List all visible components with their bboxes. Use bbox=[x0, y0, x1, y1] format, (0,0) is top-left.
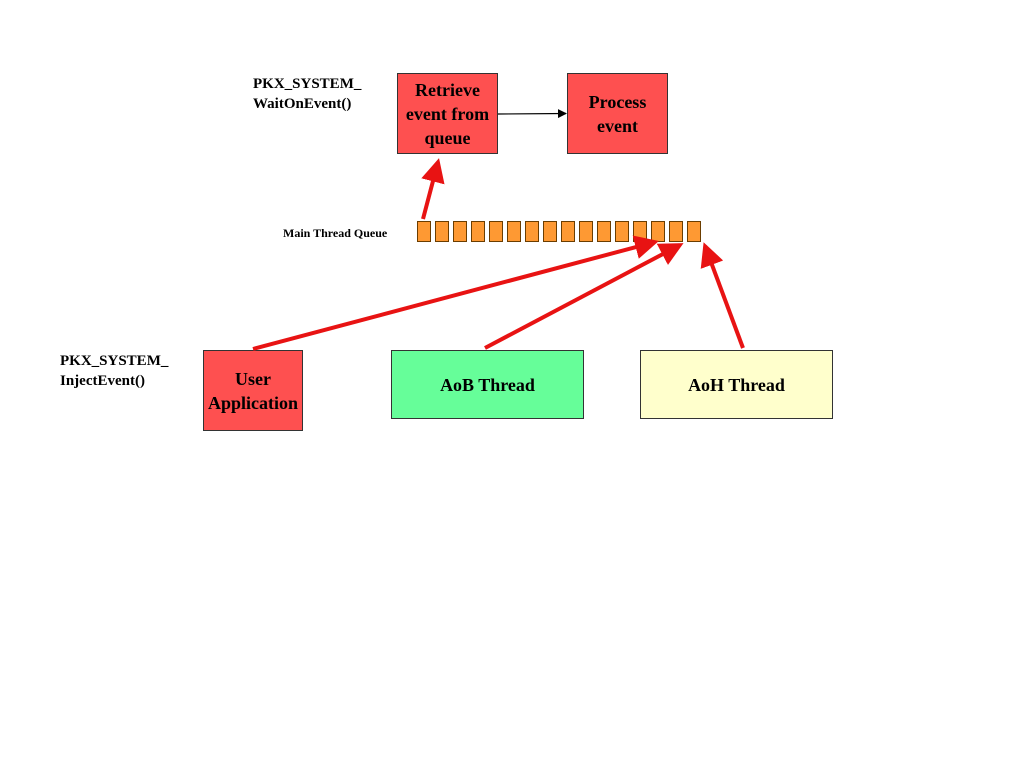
queue-cell bbox=[453, 221, 467, 242]
inject-event-label: PKX_SYSTEM_ InjectEvent() bbox=[60, 353, 169, 389]
queue-cell bbox=[471, 221, 485, 242]
retrieve-event-box: Retrieve event from queue bbox=[397, 73, 498, 154]
arrow-aob-to-queue bbox=[484, 243, 684, 350]
process-event-box: Process event bbox=[567, 73, 668, 154]
queue-cell bbox=[579, 221, 593, 242]
arrow-user-app-to-queue bbox=[252, 235, 659, 351]
queue-cell bbox=[687, 221, 701, 242]
main-thread-queue-label: Main Thread Queue bbox=[283, 226, 388, 240]
queue-cell bbox=[435, 221, 449, 242]
arrow-aoh-to-queue bbox=[700, 242, 745, 349]
queue-cell bbox=[561, 221, 575, 242]
aoh-thread-box: AoH Thread bbox=[640, 350, 833, 419]
wait-on-event-label: PKX_SYSTEM_ WaitOnEvent() bbox=[253, 76, 362, 112]
arrow-queue-to-retrieve bbox=[421, 158, 445, 220]
user-application-box: User Application bbox=[203, 350, 303, 431]
queue-cell bbox=[669, 221, 683, 242]
queue-cell bbox=[417, 221, 431, 242]
queue-cell bbox=[525, 221, 539, 242]
queue-cell bbox=[597, 221, 611, 242]
queue-cell bbox=[543, 221, 557, 242]
queue-cell bbox=[507, 221, 521, 242]
queue-cell bbox=[615, 221, 629, 242]
arrow-retrieve-to-process bbox=[497, 109, 567, 119]
aob-thread-box: AoB Thread bbox=[391, 350, 584, 419]
queue-cell bbox=[489, 221, 503, 242]
